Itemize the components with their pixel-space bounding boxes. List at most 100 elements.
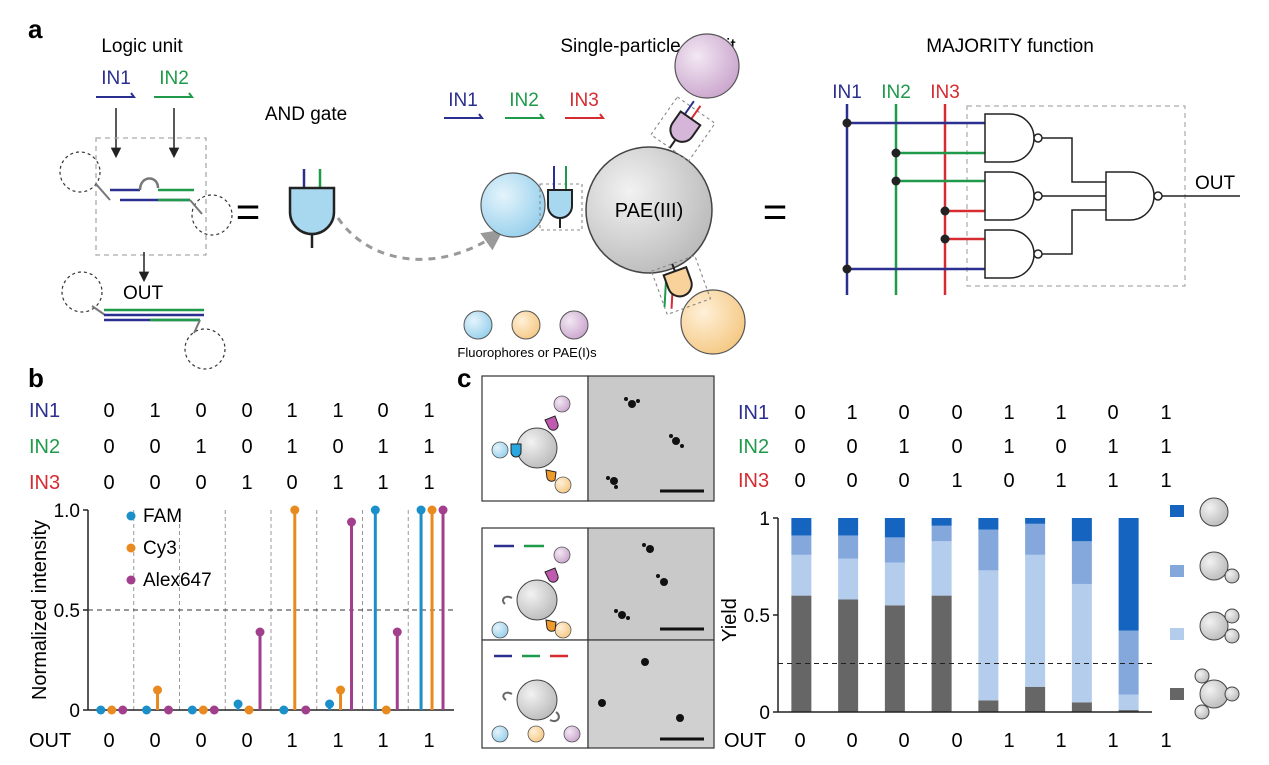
truth-cell: 0: [103, 472, 114, 494]
row-label: IN3: [29, 472, 60, 494]
yield-bar-segment: [838, 518, 859, 536]
particle-icon: [1199, 551, 1229, 581]
fluorophore-blue: [480, 172, 546, 238]
truth-cell: 1: [1003, 402, 1014, 424]
truth-cell: 1: [423, 472, 434, 494]
yield-bar-segment: [791, 595, 812, 712]
yield-bar-segment: [1118, 518, 1139, 631]
stem-head-alex647: [301, 705, 311, 715]
yield-bar-segment: [838, 599, 859, 712]
blue-gate: [547, 189, 573, 219]
tem-particles-1: [606, 397, 684, 489]
truth-cell: 0: [1003, 470, 1014, 492]
stem-head-fam: [233, 699, 243, 709]
logic-unit-in1-label: IN1: [101, 68, 131, 89]
out-value: 0: [103, 730, 114, 752]
yield-bar-segment: [1118, 630, 1139, 695]
truth-cell: 1: [377, 472, 388, 494]
tem-image-3: [587, 639, 715, 749]
truth-cell: 1: [332, 472, 343, 494]
row-label: IN3: [738, 470, 769, 492]
row-label: IN2: [29, 436, 60, 458]
equals-sign: =: [763, 188, 788, 235]
stem-head-alex647: [255, 627, 265, 637]
truth-cell: 0: [794, 436, 805, 458]
particle-icon: [1199, 497, 1229, 527]
circuit-in3-label: IN3: [569, 90, 599, 111]
stem-head-fam: [325, 699, 335, 709]
legend-label: Alex647: [143, 570, 212, 591]
truth-cell: 1: [898, 436, 909, 458]
out-value: 0: [241, 730, 252, 752]
out-value: 1: [1055, 730, 1066, 752]
yield-bar-segment: [791, 554, 812, 596]
y-tick-label: 1.0: [54, 501, 80, 522]
majority-in3-label: IN3: [930, 82, 960, 103]
logic-unit-in2-label: IN2: [159, 68, 189, 89]
truth-cell: 0: [898, 402, 909, 424]
nand-gate-2: [984, 171, 1035, 221]
stem-head-alex647: [347, 517, 357, 527]
stem-head-cy3: [427, 505, 437, 515]
yield-bar-segment: [978, 700, 999, 712]
stem-head-fam: [187, 705, 197, 715]
truth-cell: 1: [1160, 470, 1171, 492]
stem-head-cy3: [153, 685, 163, 695]
truth-cell: 1: [1055, 470, 1066, 492]
truth-cell: 0: [103, 436, 114, 458]
truth-cell: 0: [332, 436, 343, 458]
truth-cell: 0: [898, 470, 909, 492]
y-tick-label: 1: [759, 509, 770, 530]
yield-bar-segment: [931, 518, 952, 526]
core-label: PAE(III): [615, 200, 684, 222]
logic-unit-title: Logic unit: [101, 36, 183, 57]
majority-out-label: OUT: [1195, 173, 1236, 194]
truth-cell: 0: [195, 400, 206, 422]
schematic-1: [491, 395, 572, 494]
fluorophore-legend-label: Fluorophores or PAE(I)s: [457, 345, 597, 360]
out-label: OUT: [724, 730, 766, 752]
truth-cell: 0: [377, 400, 388, 422]
stem-head-alex647: [438, 505, 448, 515]
panel-c: c: [457, 363, 1240, 752]
and-gate-body: [288, 186, 336, 236]
yield-bar-segment: [978, 529, 999, 571]
truth-cell: 0: [103, 400, 114, 422]
yield-bar-segment: [931, 541, 952, 596]
truth-cell: 0: [951, 402, 962, 424]
yield-legend: [1170, 497, 1240, 720]
legend-orange-circle: [511, 310, 541, 340]
truth-cell: 0: [794, 402, 805, 424]
legend-swatch-light: [1170, 628, 1184, 640]
yield-bar-segment: [1118, 710, 1139, 712]
truth-cell: 0: [241, 436, 252, 458]
legend-purple-circle: [559, 310, 589, 340]
truth-cell: 1: [195, 436, 206, 458]
particle-placeholder: [184, 328, 226, 370]
truth-cell: 1: [1160, 436, 1171, 458]
y-axis-label: Normalized intensity: [29, 520, 51, 700]
particle-placeholder: [59, 151, 101, 193]
stem-head-alex647: [392, 627, 402, 637]
out-value: 1: [286, 730, 297, 752]
out-value: 0: [846, 730, 857, 752]
out-label: OUT: [29, 730, 71, 752]
yield-bar-segment: [884, 537, 905, 563]
nand-gate-1: [984, 113, 1035, 163]
yield-bar-segment: [1071, 702, 1092, 712]
logic-unit-box: [95, 137, 207, 256]
truth-cell: 0: [241, 400, 252, 422]
truth-cell: 0: [1107, 402, 1118, 424]
yield-bar-segment: [884, 518, 905, 538]
yield-bar-segment: [978, 570, 999, 701]
legend-dot: [126, 543, 136, 553]
fluorophore-purple: [674, 33, 740, 99]
nand-gate-output: [1105, 171, 1155, 221]
stem-head-cy3: [290, 505, 300, 515]
truth-cell: 1: [286, 400, 297, 422]
